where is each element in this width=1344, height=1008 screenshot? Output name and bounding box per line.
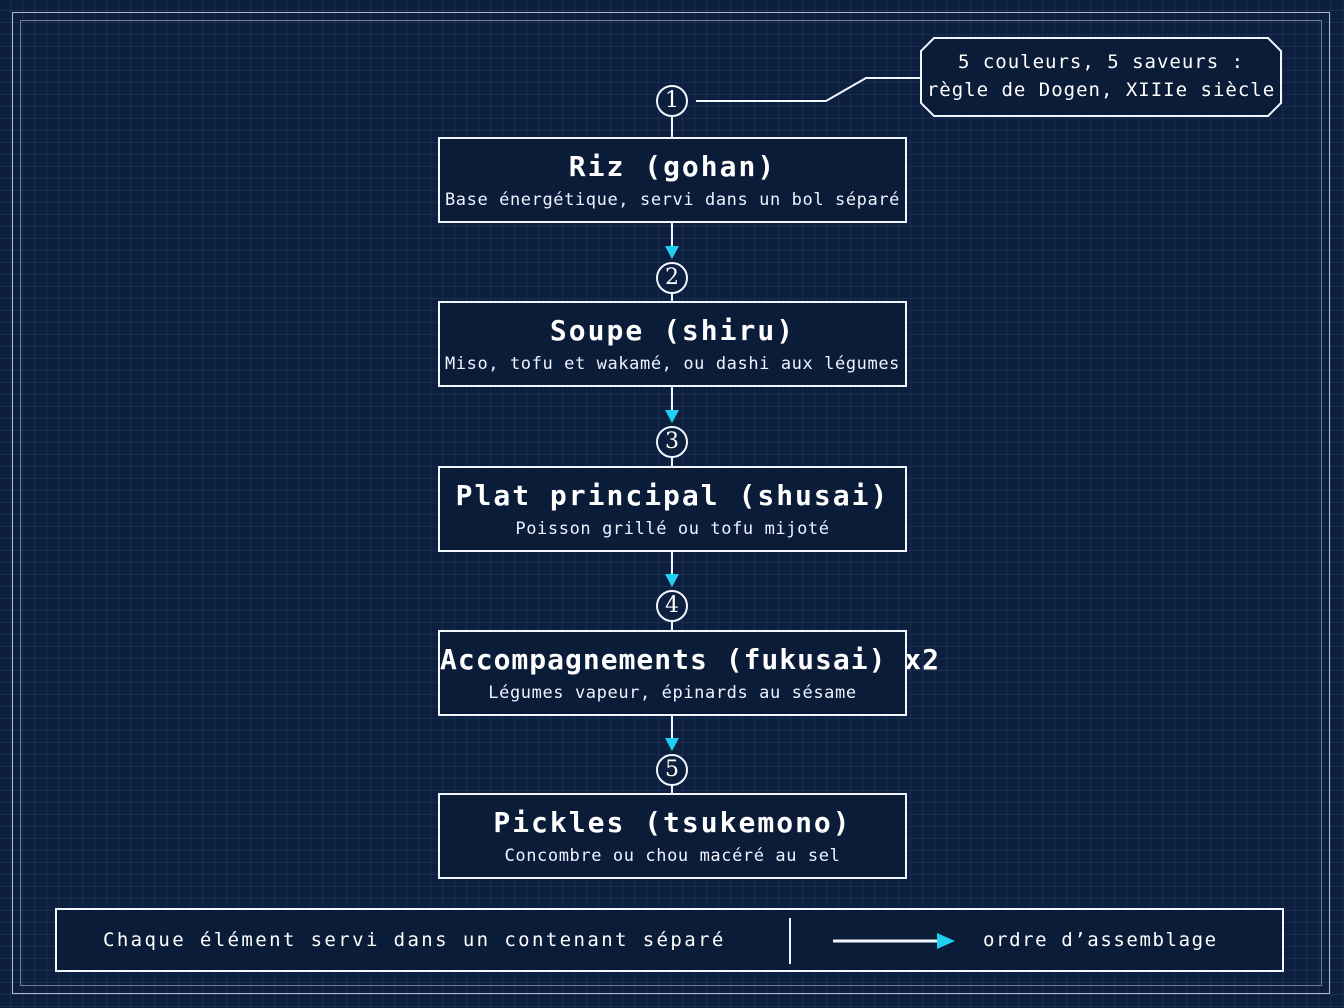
callout-leader-line — [696, 77, 922, 102]
arrow-down-icon — [665, 738, 679, 751]
footer-note: Chaque élément servi dans un contenant s… — [103, 929, 726, 951]
inner-frame — [20, 20, 1322, 986]
footer-divider — [789, 918, 791, 964]
connector-4-5 — [665, 716, 679, 794]
callout-line-1: 5 couleurs, 5 saveurs : — [957, 51, 1245, 73]
callout-note: 5 couleurs, 5 saveurs : règle de Dogen, … — [922, 48, 1280, 104]
arrow-down-icon — [665, 246, 679, 259]
legend-label: ordre d’assemblage — [983, 929, 1218, 951]
connector-3-4 — [665, 552, 679, 631]
connector-1-2 — [665, 222, 679, 302]
step-title: Riz (gohan) — [568, 150, 777, 183]
arrow-right-icon — [833, 933, 955, 949]
step-number-1: 1 — [656, 85, 688, 117]
step-box-main-dish: Plat principal (shusai) Poisson grillé o… — [438, 466, 907, 552]
step-title: Plat principal (shusai) — [455, 479, 890, 512]
step-title: Accompagnements (fukusai) x2 — [440, 643, 941, 676]
step-box-soup: Soupe (shiru) Miso, tofu et wakamé, ou d… — [438, 301, 907, 387]
step-number-5: 5 — [656, 754, 688, 786]
step-number-4: 4 — [656, 590, 688, 622]
callout-line-2: règle de Dogen, XIIIe siècle — [926, 79, 1276, 101]
outer-frame — [12, 12, 1330, 994]
step-subtitle: Légumes vapeur, épinards au sésame — [488, 683, 857, 703]
step-box-side-dishes: Accompagnements (fukusai) x2 Légumes vap… — [438, 630, 941, 716]
connector-2-3 — [665, 387, 679, 467]
step-box-rice: Riz (gohan) Base énergétique, servi dans… — [438, 137, 907, 223]
step-number-3: 3 — [656, 426, 688, 458]
step-subtitle: Base énergétique, servi dans un bol sépa… — [444, 190, 901, 210]
arrow-down-icon — [665, 410, 679, 423]
footer-legend-bar: Chaque élément servi dans un contenant s… — [55, 908, 1284, 972]
arrow-down-icon — [665, 574, 679, 587]
step-subtitle: Poisson grillé ou tofu mijoté — [515, 519, 830, 539]
step-subtitle: Miso, tofu et wakamé, ou dashi aux légum… — [444, 354, 901, 374]
step-box-pickles: Pickles (tsukemono) Concombre ou chou ma… — [438, 793, 907, 879]
step-subtitle: Concombre ou chou macéré au sel — [504, 846, 841, 866]
step-number-2: 2 — [656, 262, 688, 294]
step-title: Soupe (shiru) — [549, 314, 796, 347]
step-title: Pickles (tsukemono) — [493, 806, 852, 839]
callout-frame — [920, 37, 1282, 117]
